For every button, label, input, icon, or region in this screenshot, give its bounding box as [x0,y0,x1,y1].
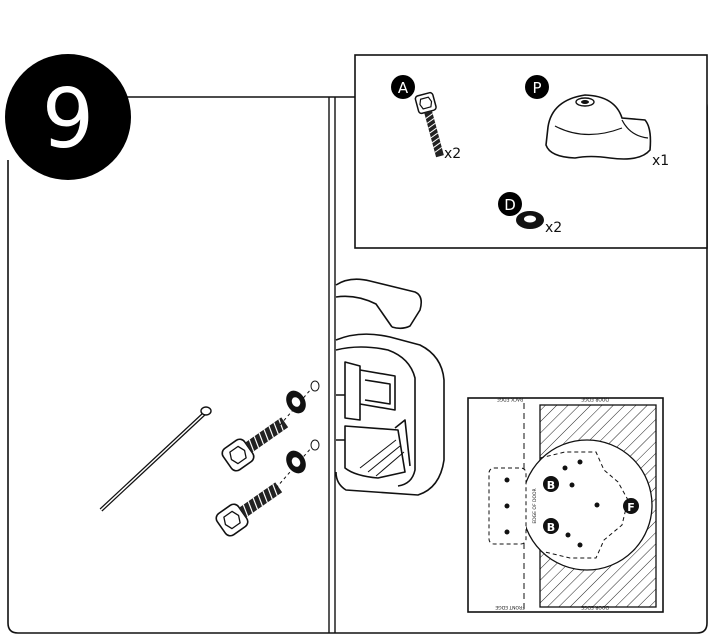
screw-icon [414,91,444,158]
template-side-label: EDGE OF DOOR [532,488,538,523]
template-footer-right: DOOR EDGE [581,604,609,610]
lower-hole [310,439,320,451]
marker-f [623,498,639,514]
template-header-left: BACK EDGE [497,396,523,402]
part-a-badge [391,75,415,99]
lower-screw-icon [215,482,283,537]
part-p: P x1 [525,75,669,169]
part-p-letter: P [532,79,541,97]
part-a: A x2 [391,75,461,162]
part-d-qty: x2 [545,220,562,236]
part-d-badge [498,192,522,216]
part-d-letter: D [504,196,516,214]
rod-icon [99,406,212,512]
upper-screw-icon [221,417,289,472]
marker-b-lower-label: B [547,521,555,534]
part-p-qty: x1 [652,153,669,169]
marker-b-lower [543,518,559,534]
template-footer-left: FRONT EDGE [495,604,525,610]
part-a-letter: A [398,79,409,97]
marker-f-label: F [627,501,635,514]
marker-b-upper [543,476,559,492]
step-number: 9 [42,72,94,167]
part-a-qty: x2 [444,146,461,162]
template-header-right: DOOR EDGE [581,396,609,402]
upper-hole [310,380,320,392]
handle-bracket [335,278,445,496]
drill-template: B B F BACK EDGE DOOR EDGE FRONT EDGE DOO… [467,396,664,613]
step-badge: 9 [5,54,131,180]
part-d: D x2 [498,192,562,236]
washer-icon [516,211,544,229]
upper-washer-icon [286,390,306,414]
part-p-badge [525,75,549,99]
lower-washer-icon [286,450,306,474]
marker-b-upper-label: B [547,479,555,492]
cap-icon [545,94,652,160]
